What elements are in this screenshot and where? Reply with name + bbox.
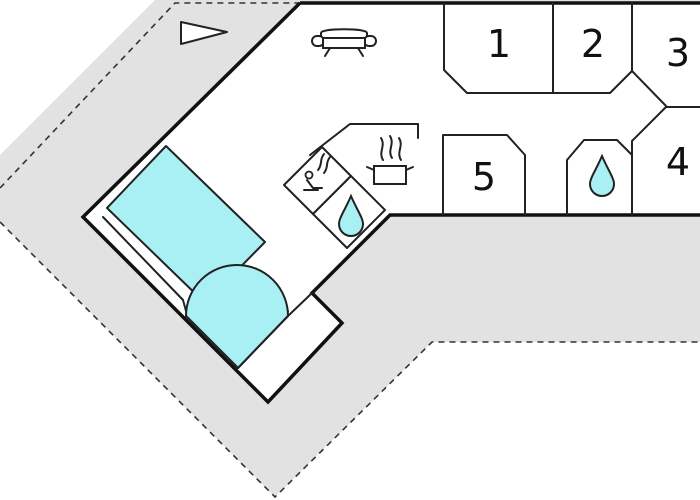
kitchen-counter: [309, 123, 419, 156]
room-5-number: 5: [472, 155, 496, 199]
room-1-number: 1: [487, 22, 511, 66]
room-4: 4: [666, 140, 690, 184]
room-4-number: 4: [666, 140, 690, 184]
water-drop-icon: [337, 193, 365, 237]
triangle-arrow-icon: [180, 21, 228, 45]
room-2: 2: [552, 2, 633, 94]
room-3-number: 3: [666, 31, 690, 75]
small-bathroom: [312, 175, 386, 249]
room-2-number: 2: [581, 22, 605, 66]
cooking-pot-icon: [366, 135, 414, 185]
sofa-icon: [311, 28, 377, 57]
water-drop-icon: [588, 153, 616, 197]
pool: [106, 145, 266, 304]
spa-room: [185, 264, 313, 369]
bathroom-right: [566, 106, 667, 216]
sauna-icon: [303, 153, 331, 191]
room-5: 5: [442, 134, 526, 216]
room-1: 1: [443, 2, 554, 94]
